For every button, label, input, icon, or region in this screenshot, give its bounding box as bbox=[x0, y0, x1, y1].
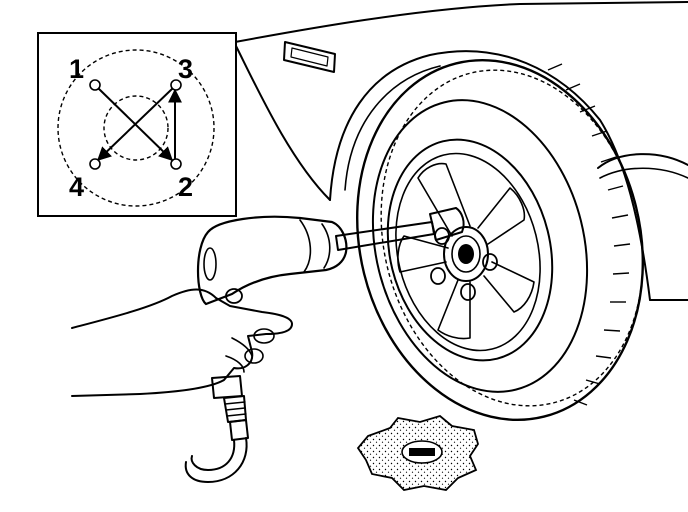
stud-2-marker bbox=[170, 158, 182, 170]
car-body bbox=[234, 1, 688, 301]
tire bbox=[356, 58, 644, 422]
wheel-rim bbox=[386, 138, 554, 362]
stud-4-marker bbox=[89, 158, 101, 170]
inset-outer-circle bbox=[57, 49, 215, 207]
wheel-cap bbox=[356, 414, 479, 491]
stud-label-1: 1 bbox=[69, 54, 84, 84]
stud-label-4: 4 bbox=[69, 172, 84, 202]
tightening-sequence-inset: 1 3 4 2 bbox=[37, 32, 237, 217]
tire-tread bbox=[547, 63, 631, 406]
inset-frame bbox=[37, 32, 237, 217]
wheel-spokes bbox=[397, 162, 535, 340]
stud-label-2: 2 bbox=[178, 172, 193, 202]
stud-1-marker bbox=[89, 79, 101, 91]
stud-3-marker bbox=[170, 79, 182, 91]
sequence-arrow-3-to-4 bbox=[96, 87, 174, 161]
stud-label-3: 3 bbox=[178, 54, 193, 84]
inset-hub-circle bbox=[103, 95, 169, 161]
impact-wrench bbox=[71, 207, 465, 483]
